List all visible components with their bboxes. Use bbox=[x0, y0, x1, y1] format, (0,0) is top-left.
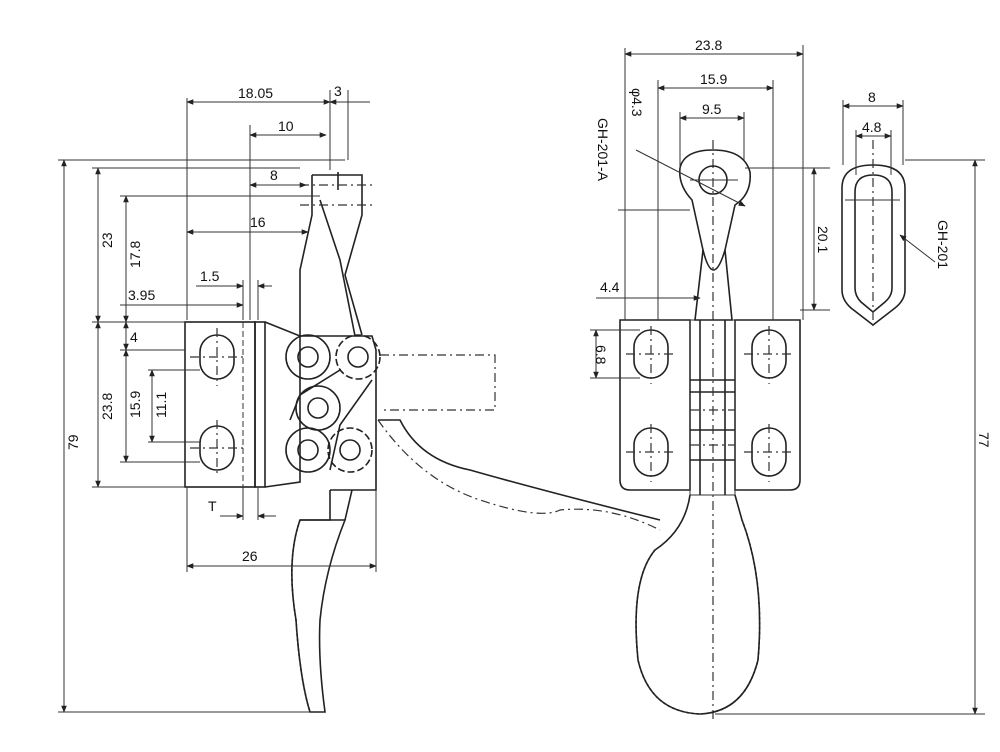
part-label-gh-201: GH-201 bbox=[935, 220, 951, 269]
dim-8-left: 8 bbox=[270, 167, 278, 183]
dim-phi-4-3: φ4.3 bbox=[629, 88, 645, 117]
dim-20-1: 20.1 bbox=[815, 226, 831, 253]
side-view: 18.05 3 10 8 16 1.5 3.95 23 17.8 4 bbox=[58, 83, 661, 713]
dim-8-right: 8 bbox=[868, 89, 876, 105]
dim-11-1: 11.1 bbox=[153, 392, 169, 418]
dim-4-8: 4.8 bbox=[862, 119, 882, 135]
dim-6-8: 6.8 bbox=[593, 345, 609, 365]
base-plate-front bbox=[619, 319, 691, 491]
dim-4-4: 4.4 bbox=[600, 279, 620, 295]
dim-77: 77 bbox=[976, 432, 992, 448]
clamp-pad bbox=[841, 164, 906, 327]
open-position-arm bbox=[380, 354, 496, 411]
dim-4: 4 bbox=[130, 329, 138, 345]
clamp-arm bbox=[312, 174, 363, 336]
dim-23-8-left: 23.8 bbox=[99, 393, 115, 420]
dim-79: 79 bbox=[65, 434, 81, 450]
pad-view: 8 4.8 GH-201 77 bbox=[715, 89, 992, 715]
clamp-arm-front bbox=[678, 149, 752, 321]
dim-1-5: 1.5 bbox=[200, 268, 220, 284]
dim-17-8: 17.8 bbox=[127, 241, 143, 268]
dim-18-05: 18.05 bbox=[238, 85, 273, 101]
front-view: 23.8 15.9 9.5 φ4.3 GH-201-A 4.4 6.8 20.1 bbox=[590, 37, 831, 720]
dim-15-9-top: 15.9 bbox=[700, 71, 727, 87]
dim-26: 26 bbox=[242, 548, 258, 564]
dim-3: 3 bbox=[334, 83, 342, 99]
dim-15-9-left: 15.9 bbox=[127, 391, 143, 418]
open-handle bbox=[377, 419, 661, 531]
handle-grip bbox=[291, 519, 347, 713]
dim-10: 10 bbox=[278, 118, 294, 134]
dim-T: T bbox=[208, 498, 217, 514]
dim-23-8-top: 23.8 bbox=[695, 37, 722, 53]
dim-23: 23 bbox=[99, 232, 115, 248]
part-label-gh-201-a: GH-201-A bbox=[595, 118, 611, 182]
dim-3-95: 3.95 bbox=[128, 287, 155, 303]
dim-16: 16 bbox=[250, 214, 266, 230]
pivot-pin bbox=[285, 427, 331, 473]
dim-9-5: 9.5 bbox=[702, 101, 722, 117]
pivot-pin bbox=[285, 334, 331, 380]
